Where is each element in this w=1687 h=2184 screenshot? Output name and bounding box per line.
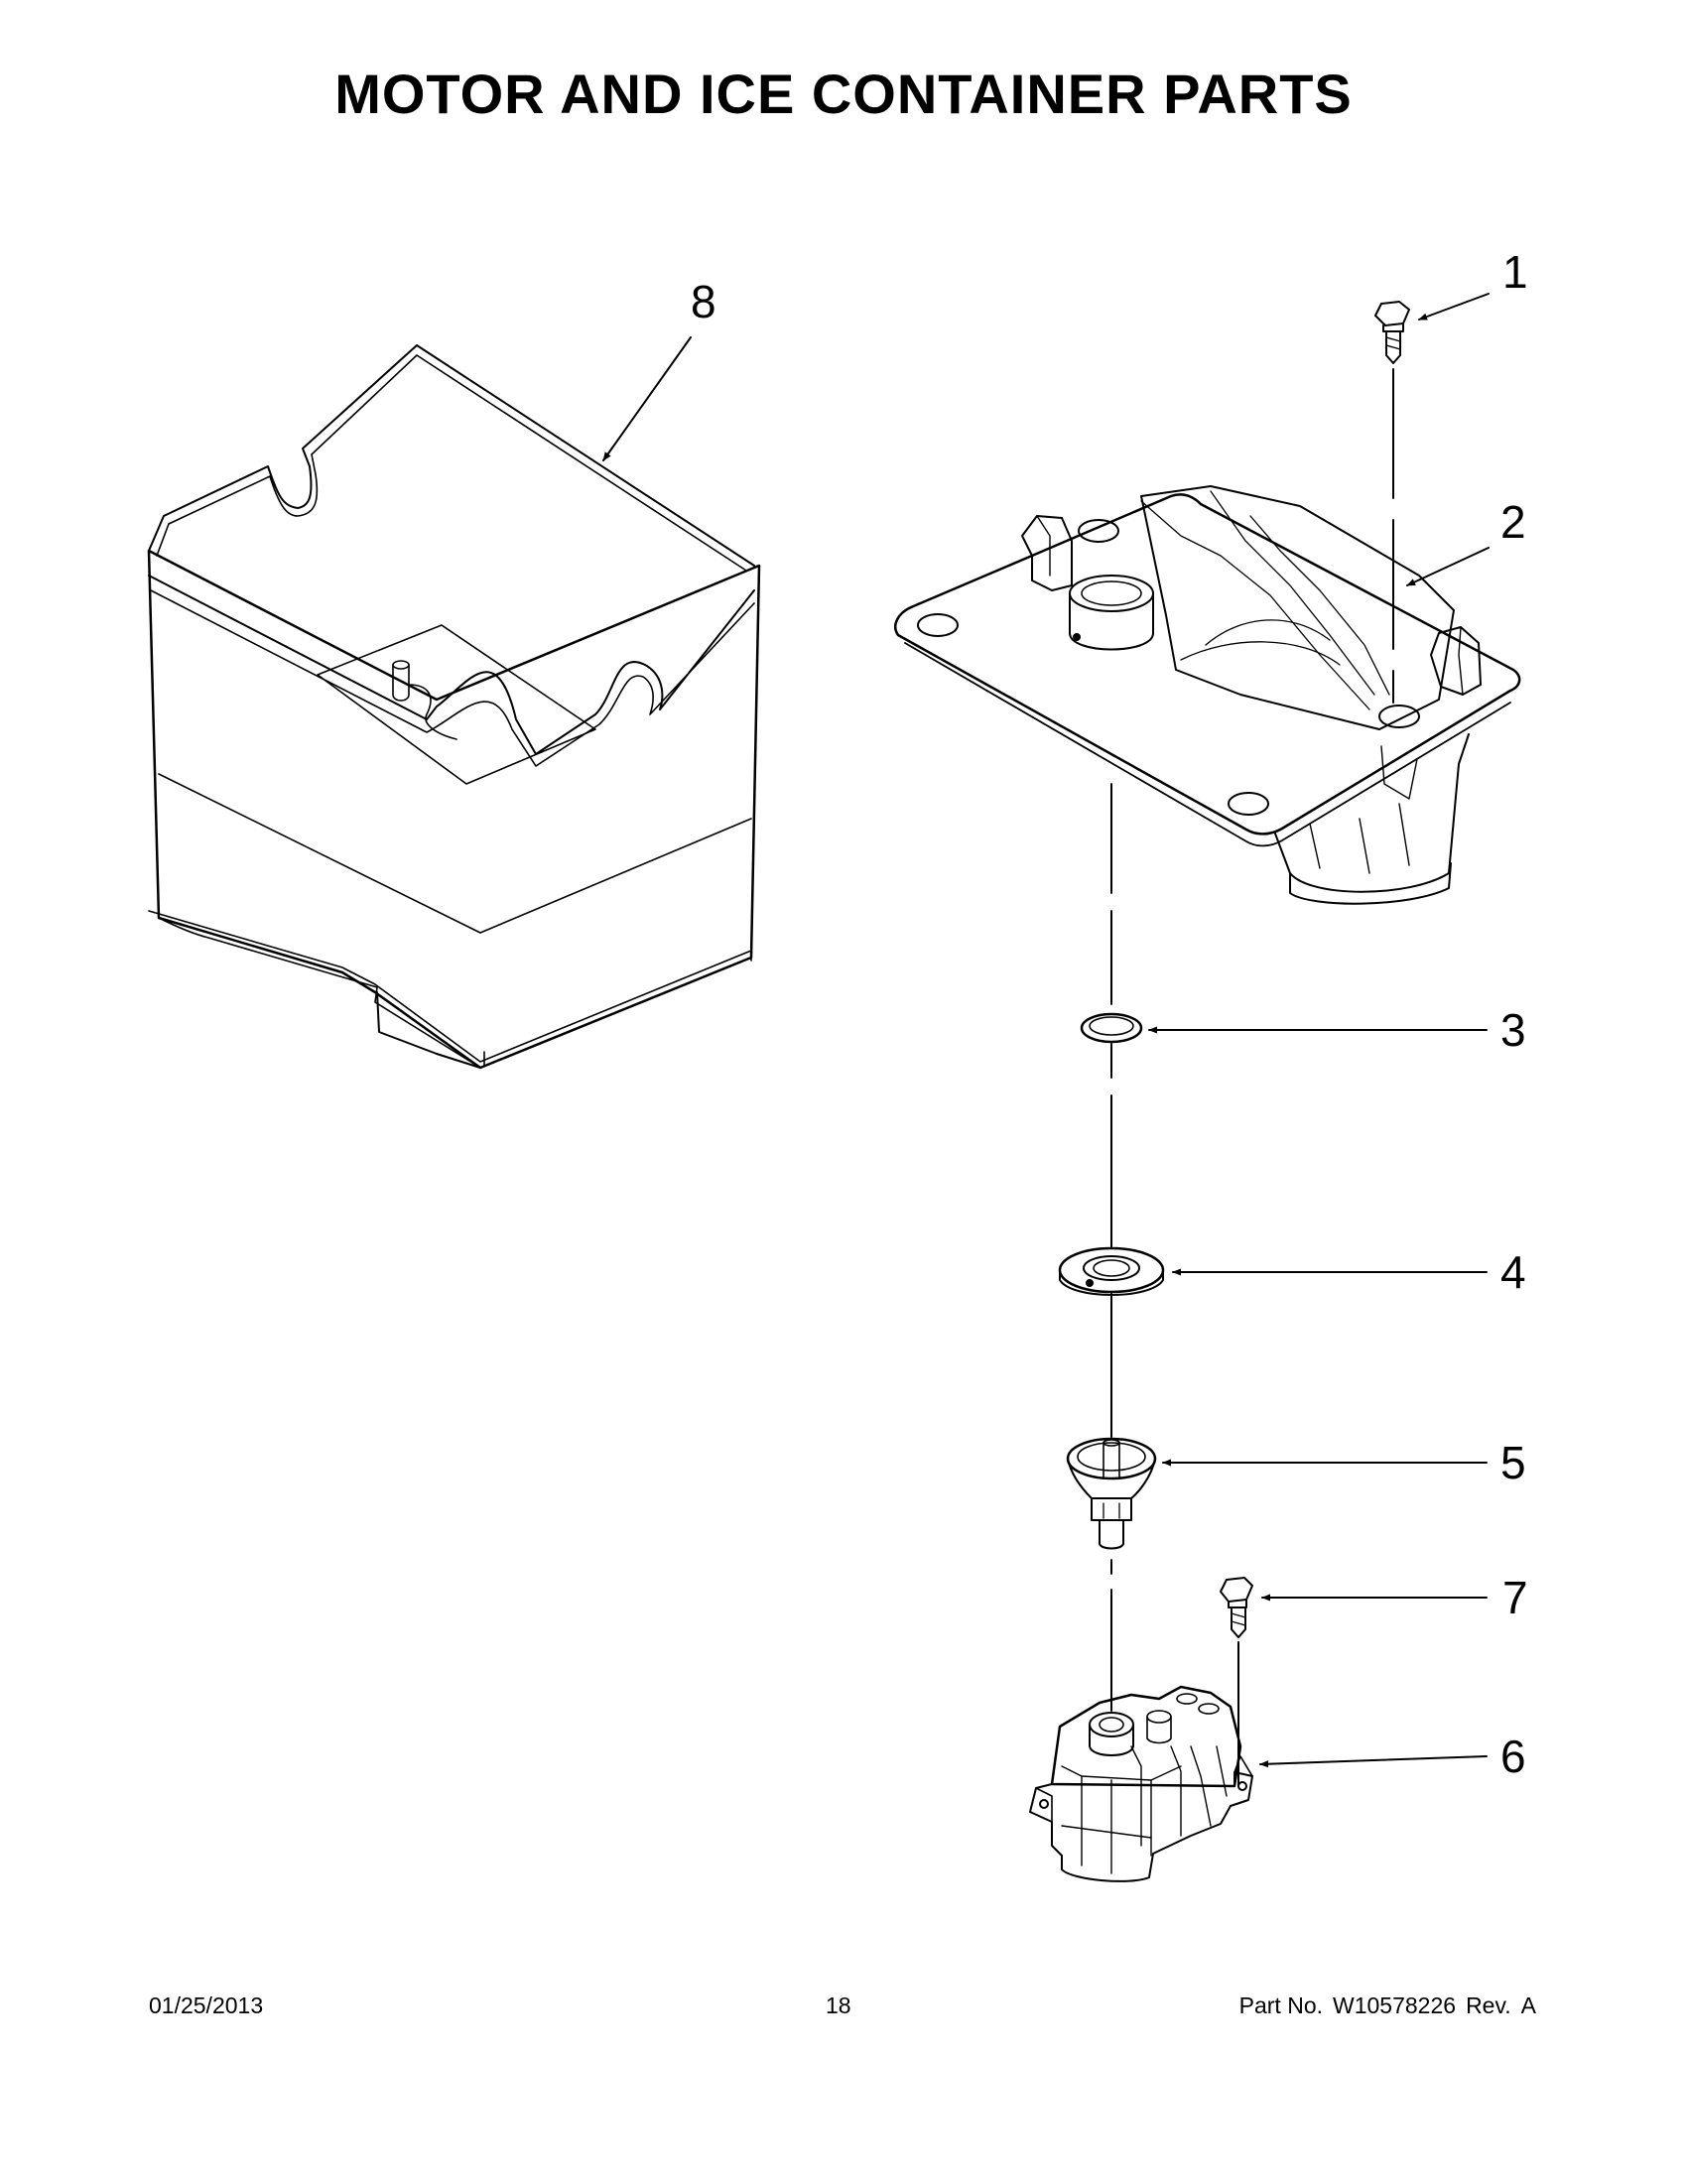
bearing-part-4 <box>1058 1246 1165 1296</box>
ice-container-part <box>147 344 761 1070</box>
callout-2: 2 <box>1500 496 1526 548</box>
assembly-center-lines <box>1110 368 1394 1787</box>
callout-6: 6 <box>1500 1731 1526 1782</box>
callout-8: 8 <box>691 276 716 327</box>
part-no-label: Part No. <box>1238 1992 1324 2018</box>
callout-7: 7 <box>1502 1572 1528 1623</box>
callout-5: 5 <box>1500 1437 1526 1488</box>
callout-numbers: 1 2 3 4 5 6 7 8 <box>691 246 1528 1782</box>
footer-page-number: 18 <box>826 1992 851 2018</box>
footer-part-number: Part No. W10578226 Rev. A <box>1230 1992 1536 2019</box>
screw-part-1 <box>1374 301 1410 364</box>
page-title: MOTOR AND ICE CONTAINER PARTS <box>334 63 1353 125</box>
part-no-value: W10578226 <box>1333 1992 1457 2018</box>
motor-part-6 <box>1029 1685 1253 1882</box>
callout-3: 3 <box>1500 1004 1526 1056</box>
leader-arrow-6 <box>1259 1755 1488 1768</box>
callout-1: 1 <box>1502 246 1528 298</box>
leader-arrow-1 <box>1418 293 1490 321</box>
rev-label: Rev. <box>1466 1992 1511 2018</box>
motor-mount-plate-part <box>894 485 1521 905</box>
footer-date: 01/25/2013 <box>149 1992 264 2018</box>
callout-4: 4 <box>1500 1246 1526 1298</box>
leader-arrow-2 <box>1406 547 1490 586</box>
coupler-part-5 <box>1066 1437 1157 1550</box>
bushing-part-3 <box>1080 1012 1143 1044</box>
leader-arrows <box>602 293 1490 1768</box>
leader-arrow-8 <box>602 336 692 461</box>
screw-part-7 <box>1220 1577 1253 1638</box>
rev-value: A <box>1520 1992 1536 2018</box>
